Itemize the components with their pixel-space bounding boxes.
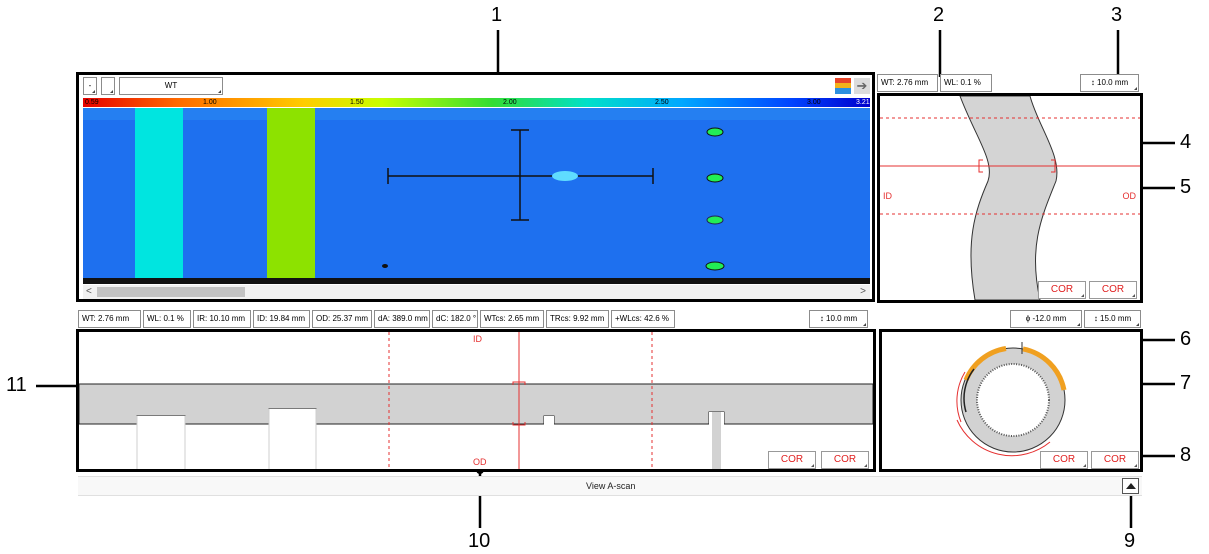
cscan-toolbar: - WT ➔ [79,75,872,97]
range-selector[interactable]: ↕ 15.0 mm [1084,310,1141,328]
bscan-right-header: WT: 2.76 mm WL: 0.1 % ↕ 10.0 mm [877,74,1141,93]
angle-value: -12.0 mm [1032,314,1067,323]
callout-5: 5 [1180,176,1192,198]
palette-icon[interactable] [835,78,851,94]
ascan-label: View A-scan [586,481,636,491]
callout-9: 9 [1124,530,1136,552]
callout-7: 7 [1180,372,1192,394]
cor-button[interactable]: COR [768,451,816,469]
scale-label: 2.50 [655,99,669,106]
id-label: ID [883,191,892,201]
range-selector[interactable]: ↕ 10.0 mm [809,310,868,328]
range-value: 10.0 mm [826,314,858,323]
wt-readout: WT: 2.76 mm [877,74,938,92]
range-selector[interactable]: ↕ 10.0 mm [1080,74,1139,92]
cor-button[interactable]: COR [1089,281,1137,299]
scale-label: 1.50 [350,99,364,106]
readout-id: ID: 19.84 mm [253,310,310,328]
cscan-graphics [83,108,870,284]
callout-1: 1 [491,4,503,26]
cscan-dropdown-2[interactable] [101,77,115,95]
range-value: 15.0 mm [1100,314,1132,323]
scale-label: 0.59 [85,99,99,106]
scale-label: 2.00 [503,99,517,106]
readout-ir: IR: 10.10 mm [193,310,251,328]
scroll-right-arrow[interactable]: > [860,286,866,297]
cscan-panel: - WT ➔ 0.59 1.00 1.50 2.00 2.50 3.00 3.2… [76,72,875,302]
cor-button[interactable]: COR [1038,281,1086,299]
callout-10: 10 [468,530,491,552]
vertical-range-icon: ↕ [1090,78,1095,87]
cscan-scrollbar[interactable]: < > [83,285,870,299]
range-value: 10.0 mm [1097,78,1129,87]
scroll-left-arrow[interactable]: < [86,286,92,297]
callout-8: 8 [1180,444,1192,466]
callout-11: 11 [6,374,27,396]
od-label: OD [473,457,487,467]
od-label: OD [1122,191,1137,201]
phi-icon: ϕ [1025,314,1031,323]
bscan-right-graphics [880,96,1140,300]
scrollbar-thumb[interactable] [97,287,245,297]
callout-3: 3 [1111,4,1123,26]
bscan-main-panel[interactable]: ID OD COR COR [76,329,876,472]
color-scale: 0.59 1.00 1.50 2.00 2.50 3.00 3.21 [83,98,870,107]
scale-label: 3.21 [856,99,870,106]
bscan-right-panel[interactable]: ID OD COR COR [877,93,1143,303]
bscan-main-graphics [79,332,873,469]
vertical-range-icon: ↕ [1093,314,1098,323]
callout-6: 6 [1180,328,1192,350]
scale-label: 1.00 [203,99,217,106]
ascan-bar[interactable]: View A-scan [78,476,1142,496]
cor-button[interactable]: COR [1091,451,1139,469]
polar-header: ϕ -12.0 mm ↕ 15.0 mm [879,310,1143,329]
cor-button[interactable]: COR [821,451,869,469]
polar-panel[interactable]: COR COR [879,329,1143,472]
arrow-right-icon[interactable]: ➔ [854,78,870,94]
wl-readout: WL: 0.1 % [940,74,992,92]
polar-graphics [956,342,1067,457]
angle-selector[interactable]: ϕ -12.0 mm [1010,310,1082,328]
readout-wlcs: +WLcs: 42.6 % [611,310,675,328]
readout-wl: WL: 0.1 % [143,310,191,328]
callout-2: 2 [933,4,945,26]
bscan-main-header: WT: 2.76 mm WL: 0.1 % IR: 10.10 mm ID: 1… [78,310,874,329]
scale-label: 3.00 [807,99,821,106]
readout-trcs: TRcs: 9.92 mm [546,310,609,328]
cscan-dropdown-1[interactable]: - [83,77,97,95]
readout-wt: WT: 2.76 mm [78,310,141,328]
readout-od: OD: 25.37 mm [312,310,372,328]
cor-button[interactable]: COR [1040,451,1088,469]
callout-4: 4 [1180,131,1192,153]
cscan-image[interactable] [83,108,870,284]
vertical-range-icon: ↕ [819,314,824,323]
readout-dc: dC: 182.0 ° [432,310,478,328]
id-label: ID [473,334,482,344]
readout-wtcs: WTcs: 2.65 mm [480,310,544,328]
readout-da: dA: 389.0 mm [374,310,430,328]
cscan-view-selector[interactable]: WT [119,77,223,95]
triangle-up-icon[interactable] [1122,478,1139,494]
